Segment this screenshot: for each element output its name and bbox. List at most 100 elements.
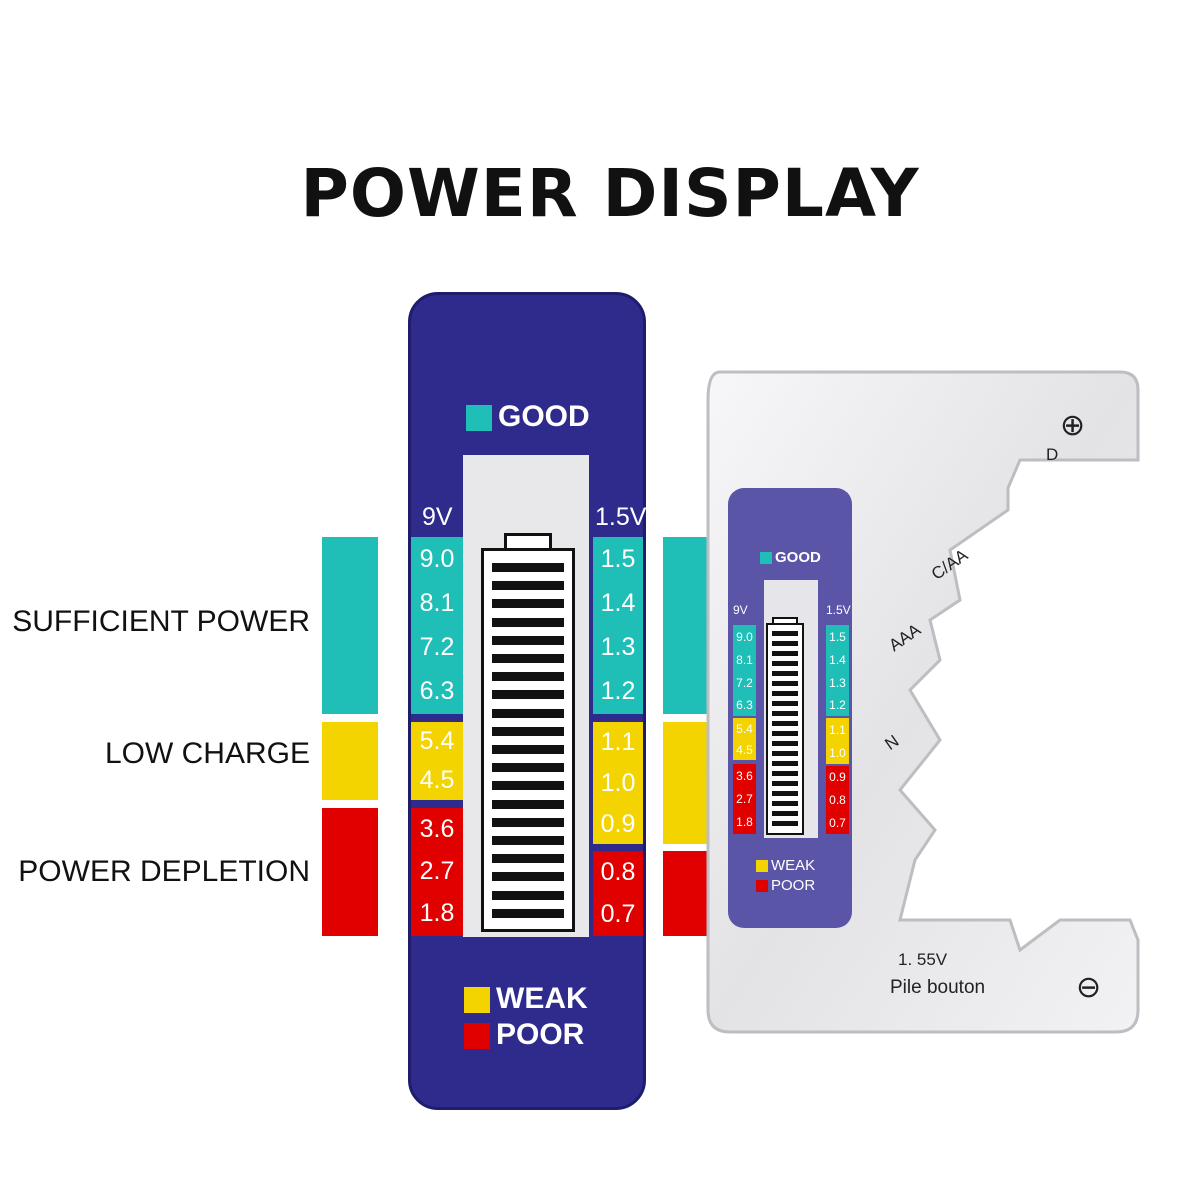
battery-segment (492, 854, 564, 864)
scale-1-5v-good: 1.5 1.4 1.3 1.2 (593, 537, 643, 714)
scale-1-5v-weak: 1.1 1.0 0.9 (593, 722, 643, 844)
mini-scale-value: 1.1 (829, 722, 846, 737)
scale-value: 9.0 (419, 544, 455, 573)
battery-segment (492, 763, 564, 773)
mini-scale-value: 6.3 (736, 698, 753, 712)
scale-value: 0.8 (600, 857, 636, 886)
battery-segment (772, 791, 798, 796)
weak-key: WEAK (464, 982, 588, 1016)
battery-segment (492, 617, 564, 627)
scale-value: 1.4 (600, 588, 636, 617)
battery-segment (772, 671, 798, 676)
battery-segment (772, 811, 798, 816)
scale-value: 8.1 (419, 588, 455, 617)
mini-scale-1-5v-good: 1.5 1.4 1.3 1.2 (826, 625, 849, 716)
scale-value: 1.5 (600, 544, 636, 573)
poor-label: POOR (496, 1018, 585, 1051)
good-key: GOOD (466, 400, 590, 434)
mini-scale-value: 1.8 (736, 815, 753, 829)
poor-swatch-icon (464, 1023, 490, 1050)
battery-segment (772, 641, 798, 646)
mini-scale-9v-poor: 3.6 2.7 1.8 (733, 764, 756, 834)
scale-value: 4.5 (419, 766, 455, 794)
mini-weak-key: WEAK (756, 857, 815, 874)
button-cell-label: Pile bouton (890, 977, 986, 998)
battery-segment (772, 691, 798, 696)
scale-value: 7.2 (419, 632, 455, 661)
battery-segment (492, 890, 564, 900)
mini-scale-value: 8.1 (736, 652, 753, 667)
battery-segment (492, 672, 564, 682)
mini-scale-value: 5.4 (736, 721, 753, 736)
mini-scale-value: 9.0 (736, 629, 753, 644)
column-header-1-5v: 1.5V (595, 503, 647, 531)
battery-segment (492, 563, 564, 572)
battery-segment (772, 751, 798, 756)
battery-segment (492, 690, 564, 700)
scale-value: 0.7 (600, 900, 636, 928)
battery-segment (772, 701, 798, 706)
legend-label-sufficient: SUFFICIENT POWER (12, 605, 310, 638)
mini-scale-9v-good: 9.0 8.1 7.2 6.3 (733, 625, 756, 716)
legend-label-low: LOW CHARGE (104, 737, 310, 770)
weak-label: WEAK (496, 982, 588, 1015)
scale-value: 5.4 (419, 727, 455, 755)
battery-segment (772, 741, 798, 746)
scale-value: 3.6 (419, 814, 455, 843)
mini-poor-label: POOR (771, 877, 816, 894)
scale-value: 1.1 (600, 728, 636, 756)
column-header-9v: 9V (422, 503, 453, 531)
legend-label-depletion: POWER DEPLETION (18, 855, 310, 888)
battery-segment (492, 635, 564, 645)
battery-segment (772, 771, 798, 776)
battery-segment (492, 817, 564, 827)
mini-scale-value: 0.8 (829, 792, 846, 807)
scale-value: 2.7 (419, 856, 455, 885)
battery-segment (492, 799, 564, 809)
mini-weak-swatch-icon (756, 860, 768, 873)
battery-segment (492, 836, 564, 845)
mini-good-swatch-icon (760, 552, 772, 565)
mini-scale-value: 7.2 (736, 675, 753, 690)
scale-value: 6.3 (419, 676, 455, 705)
mini-scale-value: 1.0 (829, 745, 846, 760)
mini-scale-value: 1.5 (829, 629, 846, 644)
mini-good-label: GOOD (775, 549, 821, 566)
battery-segment (772, 661, 798, 666)
battery-segment (492, 745, 564, 754)
scale-value: 1.3 (600, 632, 636, 661)
mini-header-1-5v: 1.5V (826, 603, 851, 617)
scale-9v-good: 9.0 8.1 7.2 6.3 (411, 537, 463, 714)
battery-segment (492, 708, 564, 718)
scale-9v-poor: 3.6 2.7 1.8 (411, 808, 463, 936)
battery-segment (772, 781, 798, 786)
good-swatch-icon (466, 405, 492, 432)
mini-header-9v: 9V (733, 603, 748, 617)
legend-block-weak (322, 722, 378, 800)
legend-block-good (322, 537, 378, 714)
good-label: GOOD (498, 400, 590, 433)
scale-value: 0.9 (600, 809, 636, 838)
weak-swatch-icon (464, 987, 490, 1014)
mini-battery-gauge-icon (766, 623, 804, 835)
mini-scale-value: 1.4 (829, 652, 846, 667)
mini-poor-swatch-icon (756, 880, 768, 893)
scale-9v-weak: 5.4 4.5 (411, 722, 463, 800)
mini-good-key: GOOD (760, 549, 821, 566)
battery-segment (772, 651, 798, 656)
legend-block-poor (322, 808, 378, 936)
battery-segment (492, 599, 564, 609)
minus-terminal-icon: ⊖ (1076, 971, 1102, 1004)
battery-cap-icon (504, 533, 552, 551)
plus-terminal-icon: ⊕ (1060, 409, 1086, 442)
battery-segment (772, 761, 798, 766)
battery-segment (492, 581, 564, 591)
battery-segment (772, 711, 798, 716)
scale-1-5v-poor: 0.8 0.7 (593, 851, 643, 936)
battery-segment (772, 681, 798, 686)
battery-segment (772, 731, 798, 736)
mini-scale-value: 2.7 (736, 791, 753, 806)
battery-segment (772, 631, 798, 636)
mini-scale-value: 4.5 (736, 742, 753, 757)
scale-value: 1.0 (600, 769, 636, 797)
